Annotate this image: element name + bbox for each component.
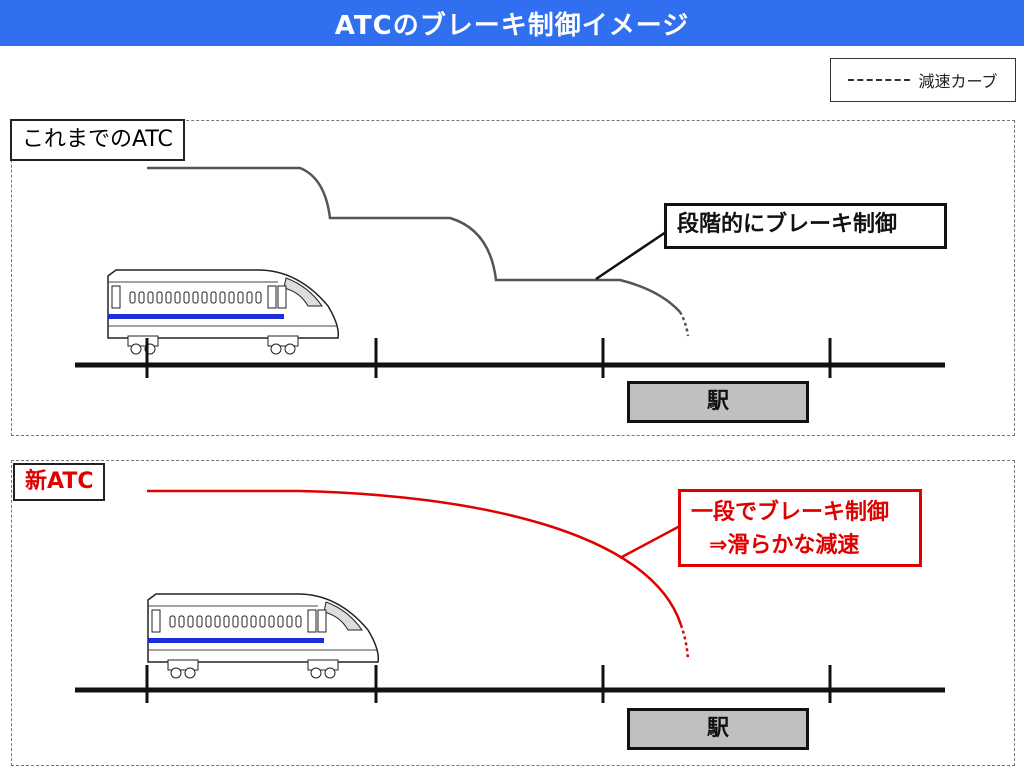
train-window — [138, 291, 145, 304]
train-window — [219, 291, 226, 304]
dashed-line-icon — [848, 79, 911, 81]
panel-old-atc — [11, 120, 1015, 436]
train-window — [129, 291, 136, 304]
train-window — [250, 615, 257, 628]
train-window — [183, 291, 190, 304]
train-window — [210, 291, 217, 304]
legend-label: 減速カーブ — [918, 72, 998, 91]
callout-leader-new — [619, 524, 681, 560]
train-window — [223, 615, 230, 628]
panel-new-atc — [11, 460, 1015, 766]
old-atc-diagram — [75, 166, 945, 378]
train-icon-new — [147, 593, 380, 679]
deceleration-curve-new — [147, 489, 683, 626]
callout-new-line2: ⇒滑らかな減速 — [709, 533, 860, 558]
train-window — [178, 615, 185, 628]
callout-new: 一段でブレーキ制御 ⇒滑らかな減速 — [678, 489, 922, 567]
train-window — [228, 291, 235, 304]
deceleration-curve-old — [147, 166, 681, 313]
train-window — [232, 615, 239, 628]
panel-label-old: これまでのATC — [10, 119, 185, 161]
train-windows — [129, 291, 262, 304]
callout-new-line1: 一段でブレーキ制御 — [691, 500, 890, 525]
train-window — [196, 615, 203, 628]
train-window — [259, 615, 266, 628]
new-atc-diagram — [75, 489, 945, 703]
train-window — [169, 615, 176, 628]
deceleration-curve-old-dotted — [678, 311, 690, 337]
train-window — [241, 615, 248, 628]
callout-leader-old — [595, 230, 667, 281]
train-window — [277, 615, 284, 628]
train-window — [156, 291, 163, 304]
train-window — [286, 615, 293, 628]
train-window — [268, 615, 275, 628]
train-icon-old — [107, 269, 340, 355]
panel-label-new: 新ATC — [13, 463, 106, 501]
deceleration-curve-new-dotted — [679, 624, 690, 661]
train-window — [237, 291, 244, 304]
station-old: 駅 — [627, 381, 809, 423]
train-window — [205, 615, 212, 628]
train-window — [174, 291, 181, 304]
train-window — [201, 291, 208, 304]
train-window — [295, 615, 302, 628]
page-title: ATCのブレーキ制御イメージ — [0, 0, 1024, 46]
train-window — [246, 291, 253, 304]
train-windows — [169, 615, 302, 628]
legend: 減速カーブ — [830, 58, 1016, 102]
train-window — [255, 291, 262, 304]
train-window — [165, 291, 172, 304]
callout-old: 段階的にブレーキ制御 — [664, 203, 947, 249]
station-new: 駅 — [627, 708, 809, 750]
train-window — [187, 615, 194, 628]
train-window — [192, 291, 199, 304]
train-window — [147, 291, 154, 304]
train-window — [214, 615, 221, 628]
